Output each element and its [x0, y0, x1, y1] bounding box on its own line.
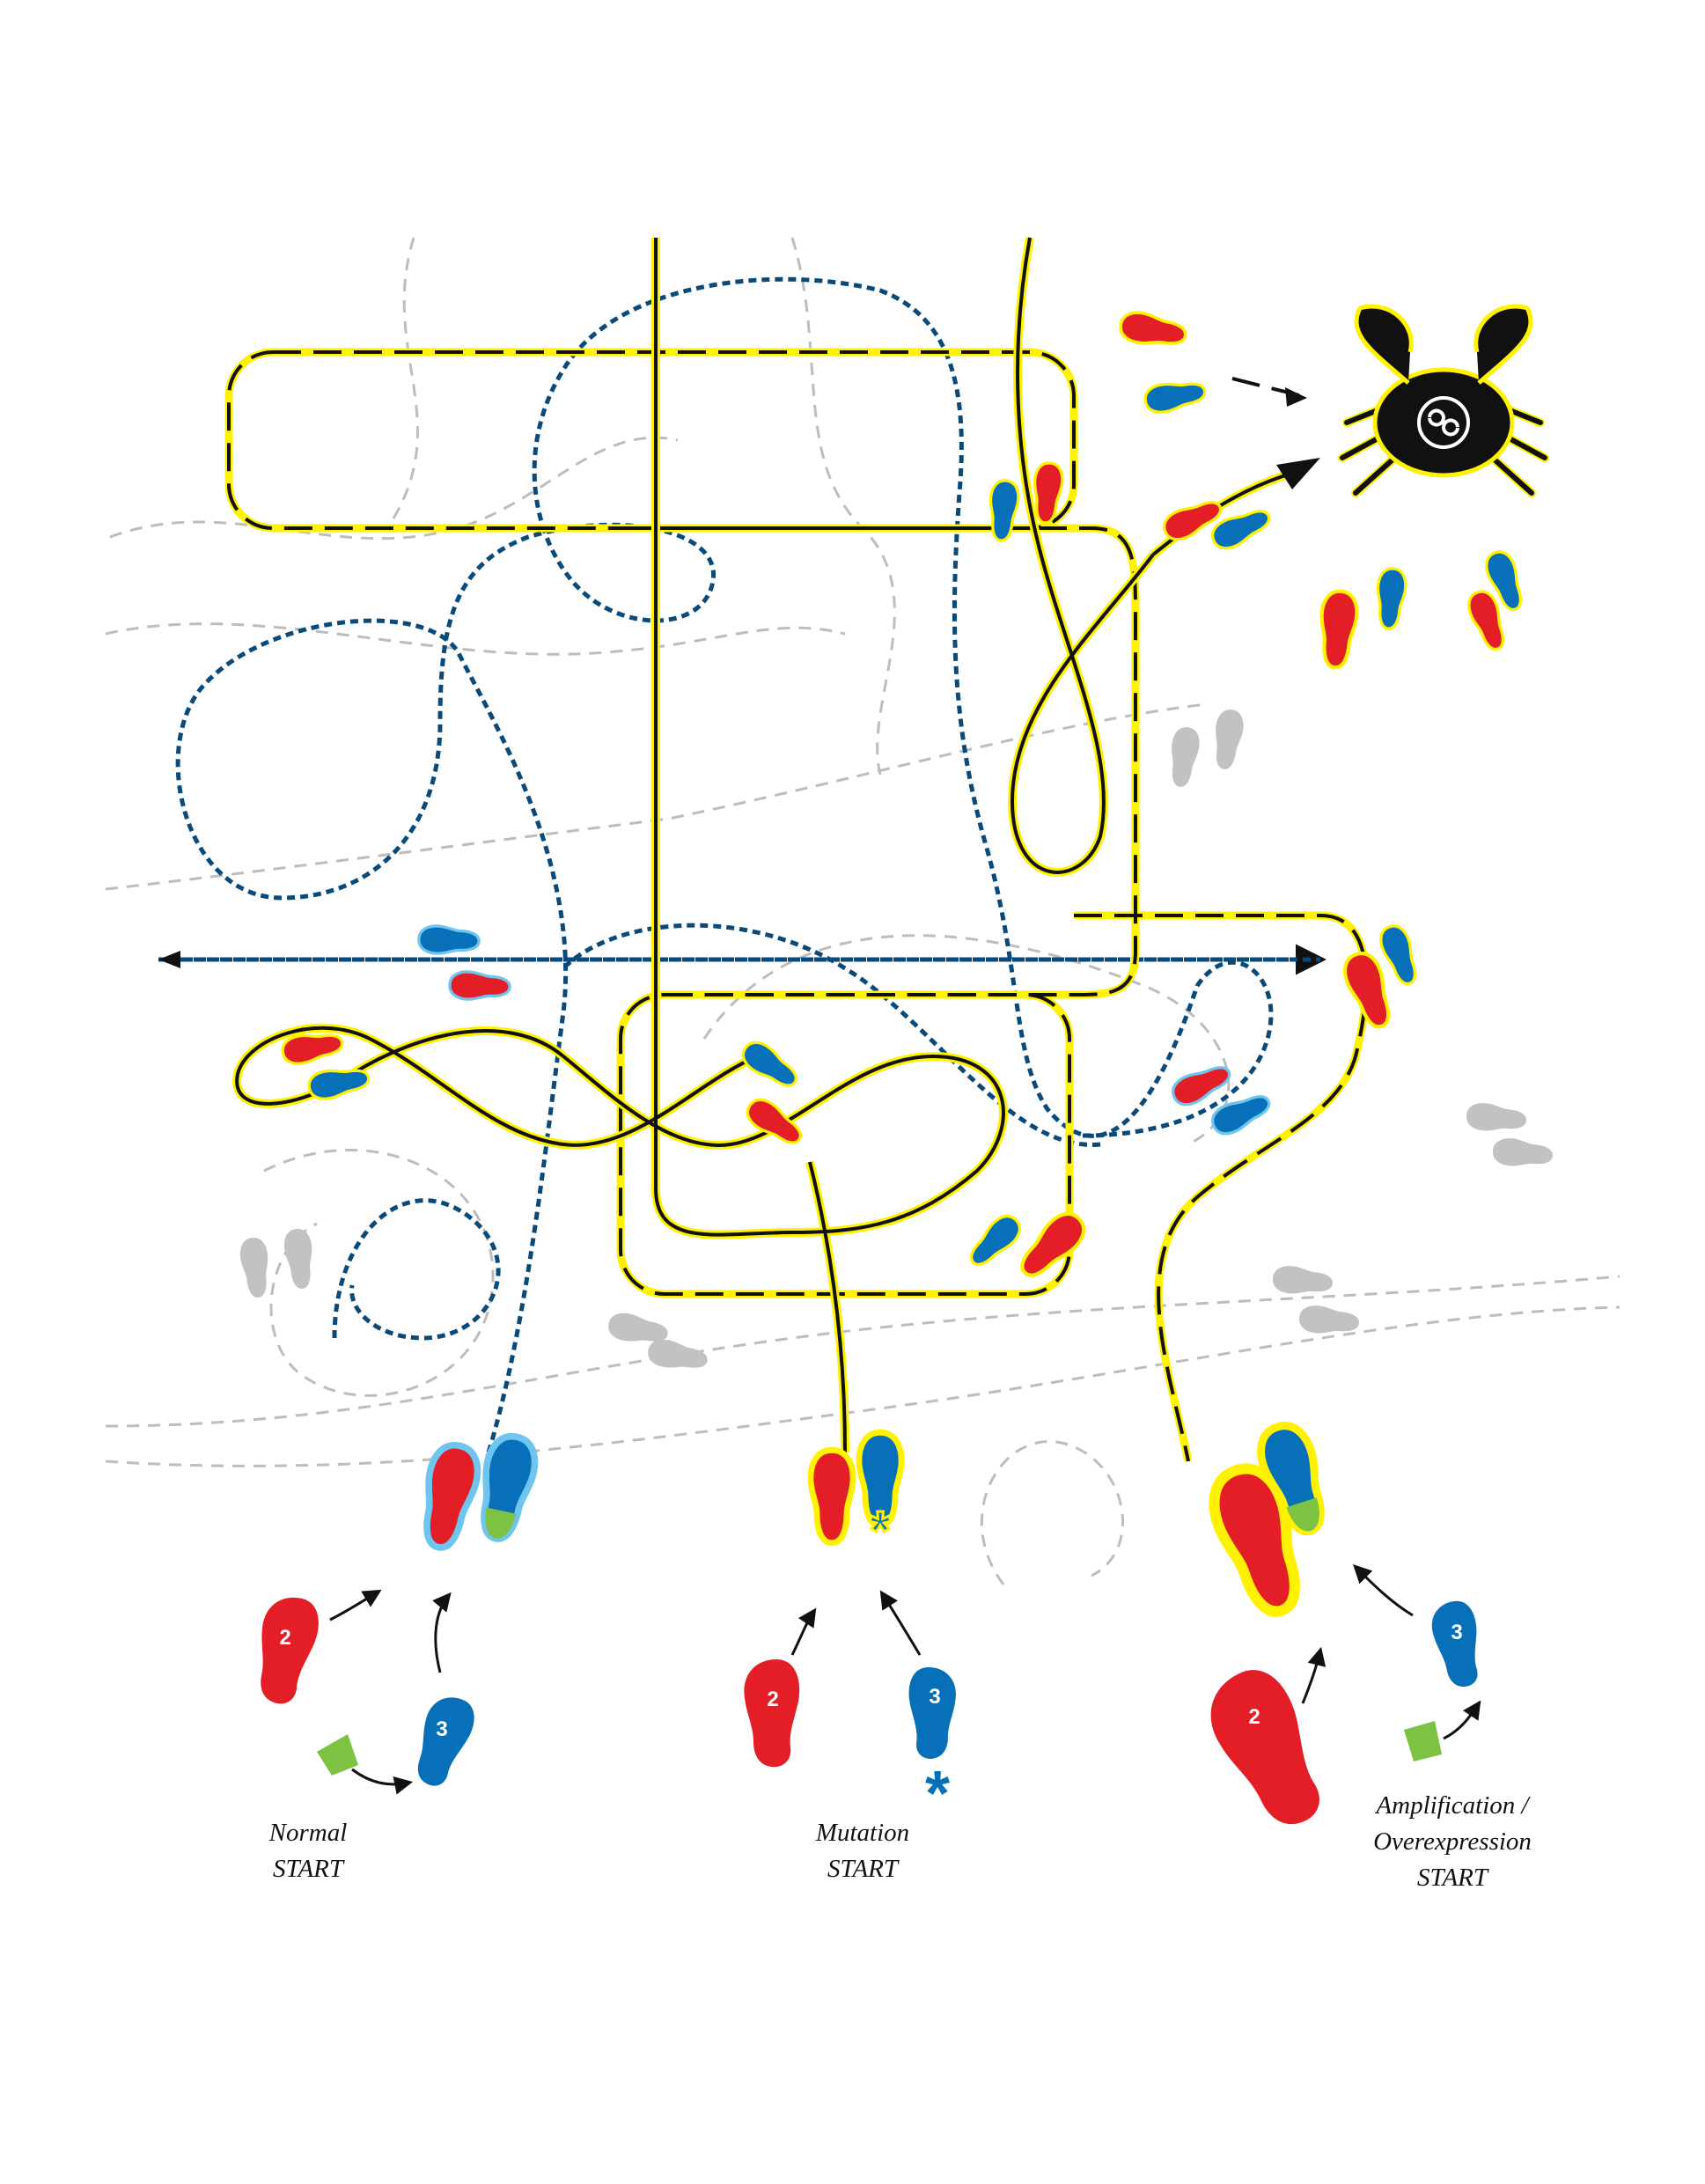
normal-blue-foot: 3: [405, 1689, 481, 1792]
svg-text:*: *: [870, 1501, 892, 1562]
svg-text:2: 2: [279, 1626, 290, 1650]
mutation-start-group: * 2 3 *: [744, 1432, 956, 1829]
normal-start-group: 2 3: [246, 1432, 540, 1795]
gray-background-paths: [105, 237, 1620, 1585]
svg-text:2: 2: [1248, 1705, 1260, 1729]
svg-text:3: 3: [929, 1685, 940, 1709]
normal-start-label: Normal START: [268, 1819, 348, 1883]
svg-text:3: 3: [436, 1717, 447, 1741]
amplification-blue-foot: 3: [1428, 1598, 1487, 1691]
normal-red-foot: 2: [246, 1592, 324, 1709]
mutation-marker: *: [925, 1759, 950, 1829]
mutation-start-label: Mutation START: [815, 1819, 910, 1883]
mutation-blue-foot: 3: [908, 1667, 956, 1759]
amplification-start-label: Amplification / Overexpression START: [1373, 1791, 1532, 1892]
svg-text:2: 2: [767, 1688, 778, 1711]
mutation-red-foot: 2: [744, 1659, 800, 1768]
exit-arrow-icon: [158, 951, 180, 968]
svg-text:3: 3: [1451, 1621, 1462, 1644]
amplification-red-foot: 2: [1195, 1658, 1340, 1841]
amplification-green-piece: [1404, 1721, 1442, 1761]
crab-icon: [1338, 304, 1549, 497]
amplification-start-group: 2 3: [1195, 1419, 1487, 1841]
normal-pathway: [158, 276, 1327, 1453]
normal-green-piece: [317, 1734, 358, 1776]
